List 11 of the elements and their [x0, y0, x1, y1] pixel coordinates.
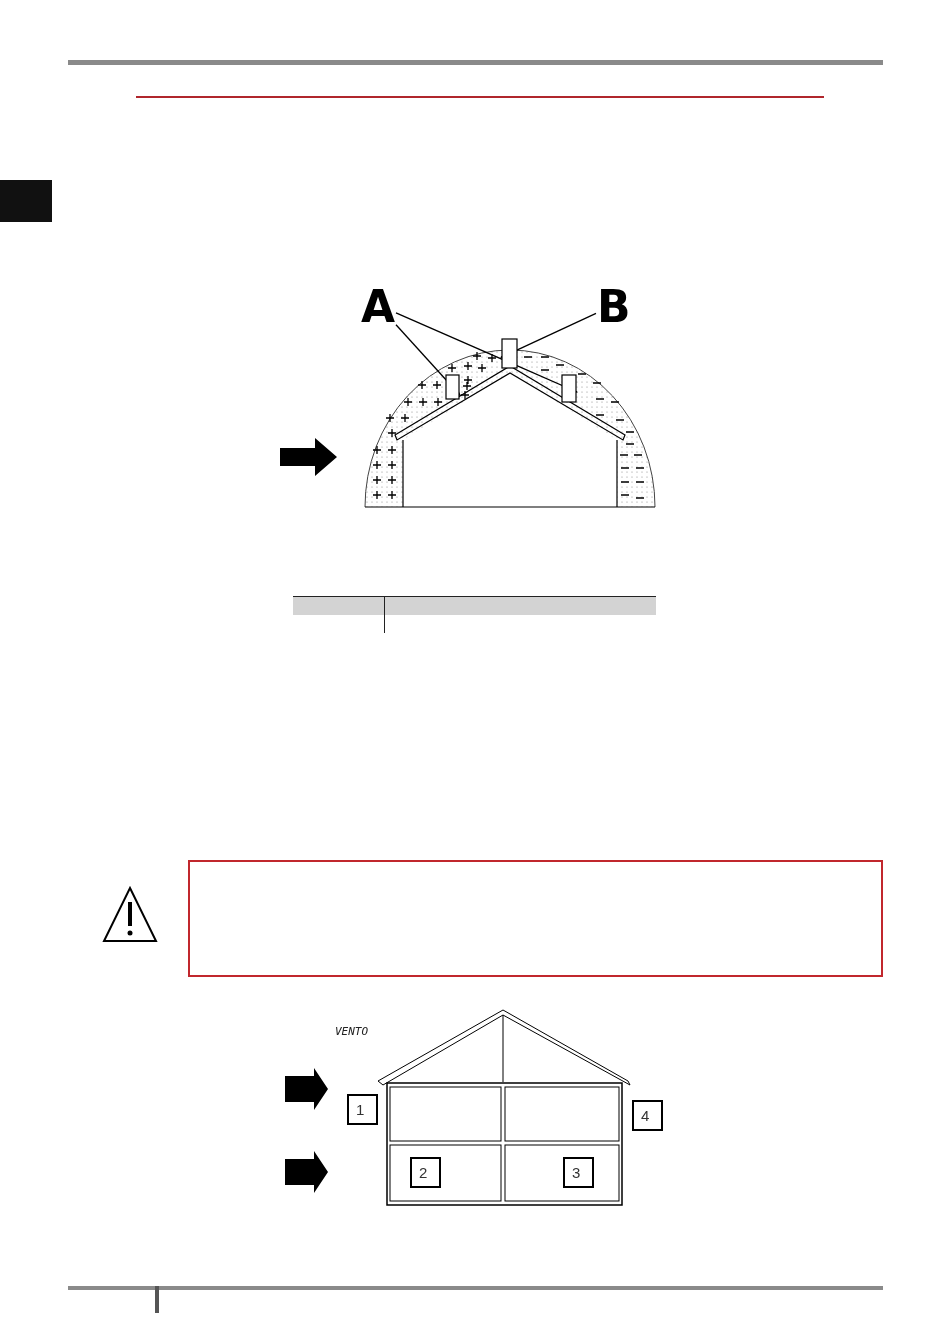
- room-number: 1: [347, 1094, 378, 1125]
- vent-box: [561, 374, 577, 403]
- vent-box: [445, 374, 460, 400]
- room-number: 4: [632, 1100, 663, 1131]
- callout-letter: B: [597, 285, 631, 329]
- callout-letter: A: [361, 285, 396, 329]
- room-number: 2: [410, 1157, 441, 1188]
- wind-label: VENTO: [335, 1025, 369, 1038]
- room-number: 3: [563, 1157, 594, 1188]
- warning-box: [188, 860, 883, 977]
- vent-box: [501, 338, 518, 369]
